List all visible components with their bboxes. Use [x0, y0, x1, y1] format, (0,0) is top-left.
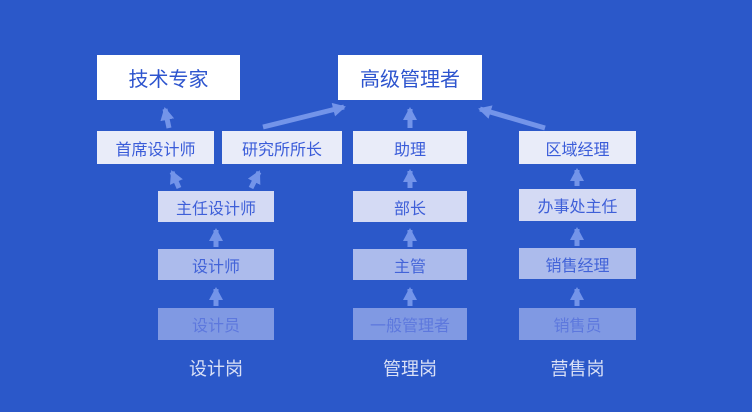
- node-salesperson: 销售员: [519, 308, 636, 340]
- column-label-sales: 营售岗: [550, 359, 605, 379]
- node-chief-designer: 首席设计师: [97, 131, 214, 164]
- arrow-chief-design-director-to-chief-designer: [169, 170, 183, 190]
- arrow-chief-designer-to-tech-expert: [160, 107, 175, 129]
- node-general-staff: 一般管理者: [353, 308, 467, 340]
- column-label-design: 设计岗: [189, 359, 243, 379]
- arrow-chief-design-director-to-institute-director: [247, 170, 262, 190]
- node-department-head: 部长: [353, 191, 467, 222]
- node-designer: 设计师: [158, 249, 274, 280]
- arrow-institute-director-to-senior-manager: [262, 102, 346, 130]
- node-tech-expert: 技术专家: [97, 55, 240, 100]
- node-junior-designer: 设计员: [158, 308, 274, 340]
- node-chief-design-director: 主任设计师: [158, 191, 274, 222]
- node-senior-manager: 高级管理者: [338, 55, 482, 100]
- column-label-management: 管理岗: [383, 359, 437, 379]
- node-regional-manager: 区域经理: [519, 131, 636, 164]
- node-supervisor: 主管: [353, 249, 467, 280]
- node-institute-director: 研究所所长: [222, 131, 342, 164]
- node-assistant: 助理: [353, 131, 467, 164]
- node-sales-manager: 销售经理: [519, 248, 636, 279]
- arrow-regional-manager-to-senior-manager: [478, 105, 546, 131]
- node-office-director: 办事处主任: [519, 189, 636, 221]
